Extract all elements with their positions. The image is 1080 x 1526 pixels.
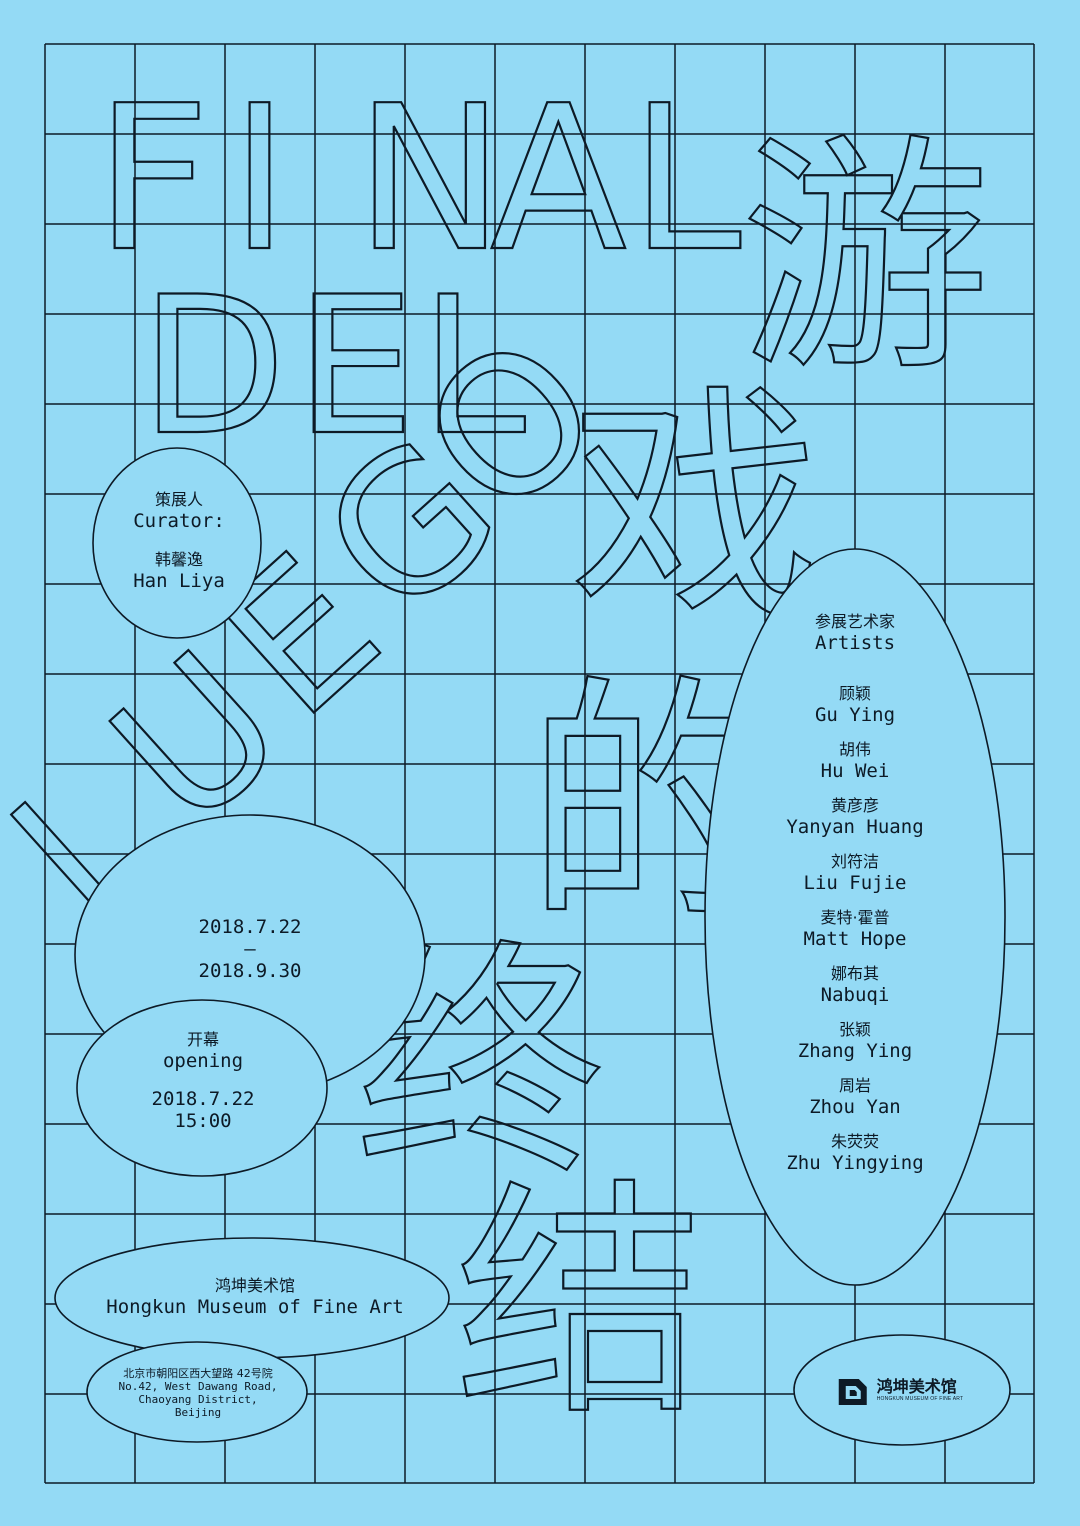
title-letter-l2: L [420, 256, 526, 477]
artist-name-zh: 张颖 [838, 1020, 871, 1039]
artist-name-en: Zhang Ying [797, 1040, 913, 1062]
artist-name-zh: 胡伟 [838, 740, 871, 759]
dates-block: 2018.7.22 – 2018.9.30 [199, 916, 302, 982]
opening-block: 开幕 opening 2018.7.22 15:00 [152, 1030, 255, 1132]
curator-ellipse [92, 447, 262, 639]
venue-name-zh: 鸿坤美术馆 [214, 1276, 296, 1295]
artist-name-zh: 娜布其 [830, 964, 879, 983]
artist-name-en: Nabuqi [820, 984, 890, 1006]
title-letter-f: F [95, 63, 210, 296]
opening-date: 2018.7.22 [151, 1088, 255, 1110]
artist-name-en: Yanyan Huang [786, 816, 924, 838]
title-letter-d: D [140, 256, 286, 477]
opening-label-en: opening [162, 1050, 244, 1072]
curator-label-en: Curator: [133, 510, 225, 532]
date-end: 2018.9.30 [198, 960, 302, 982]
curator-name-zh: 韩馨逸 [154, 550, 204, 569]
artist-name-zh: 麦特·霍普 [820, 908, 890, 927]
curator-name-en: Han Liya [133, 570, 225, 592]
artists-label-en: Artists [814, 632, 896, 654]
logo-ellipse [793, 1334, 1011, 1446]
date-start: 2018.7.22 [198, 916, 302, 938]
artist-name-zh: 顾颖 [838, 684, 871, 703]
artist-name-en: Zhu Yingying [786, 1152, 924, 1174]
opening-label-zh: 开幕 [186, 1030, 220, 1049]
opening-ellipse [76, 999, 328, 1177]
title-letter-i: I [230, 63, 289, 296]
title-zh-jie: 结 [455, 1158, 705, 1449]
artist-name-en: Zhou Yan [809, 1096, 901, 1118]
date-separator: – [244, 938, 256, 960]
address-zh: 北京市朝阳区西大望路 42号院 [123, 1367, 273, 1380]
logo-name-en: HONGKUN MUSEUM OF FINE ART [876, 1396, 964, 1402]
museum-logo-icon [838, 1379, 867, 1405]
address-ellipse [86, 1341, 308, 1443]
artists-label-zh: 参展艺术家 [814, 612, 895, 631]
artists-ellipse [704, 548, 1006, 1286]
address-en-line2: Chaoyang District, [138, 1393, 258, 1406]
museum-logo: 鸿坤美术馆 HONGKUN MUSEUM OF FINE ART [837, 1373, 964, 1407]
curator-block: 策展人 Curator: 韩馨逸 Han Liya [133, 490, 225, 592]
title-zh-you: 游 [740, 113, 990, 404]
address-en-line3: Beijing [174, 1406, 222, 1419]
title-letter-e: E [295, 256, 415, 477]
curator-label-zh: 策展人 [154, 490, 204, 509]
artist-name-en: Matt Hope [803, 928, 907, 950]
logo-name-zh: 鸿坤美术馆 [876, 1377, 957, 1396]
title-letter-n: N [355, 63, 505, 296]
artist-name-en: Gu Ying [814, 704, 896, 726]
artist-name-zh: 周岩 [838, 1076, 871, 1095]
venue-block: 鸿坤美术馆 Hongkun Museum of Fine Art [106, 1276, 403, 1318]
title-letter-l1: L [630, 63, 741, 296]
artist-name-zh: 朱荧荧 [830, 1132, 879, 1151]
title-letter-a: A [490, 63, 627, 296]
venue-name-en: Hongkun Museum of Fine Art [106, 1296, 404, 1318]
address-block: 北京市朝阳区西大望路 42号院 No.42, West Dawang Road,… [119, 1367, 278, 1419]
artist-name-en: Liu Fujie [803, 872, 907, 894]
opening-time: 15:00 [174, 1110, 232, 1132]
artist-name-zh: 黄彦彦 [830, 796, 879, 815]
address-en-line1: No.42, West Dawang Road, [118, 1380, 278, 1393]
artist-name-zh: 刘符洁 [830, 852, 879, 871]
artist-name-en: Hu Wei [820, 760, 890, 782]
